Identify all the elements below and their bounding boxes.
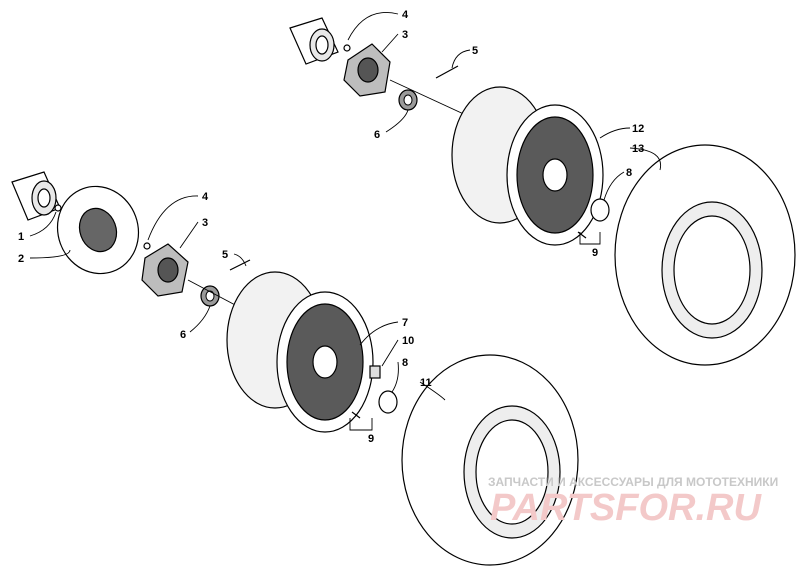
callout-9-lower: 9 xyxy=(368,433,374,445)
lower-tire xyxy=(401,354,579,566)
lower-rim xyxy=(226,271,374,433)
callout-13: 13 xyxy=(632,143,644,155)
lower-valve-cap xyxy=(378,390,398,414)
watermark-caption: ЗАПЧАСТИ И АКСЕССУАРЫ ДЛЯ МОТОТЕХНИКИ xyxy=(488,475,778,489)
upper-tire xyxy=(614,144,796,366)
lower-castle-nut xyxy=(200,285,220,307)
callout-6-upper: 6 xyxy=(374,129,380,141)
callout-8-lower: 8 xyxy=(402,357,408,369)
callout-9-upper: 9 xyxy=(592,247,598,259)
brake-disc xyxy=(56,185,140,275)
callout-1: 1 xyxy=(18,231,24,243)
upper-bearing-drum xyxy=(289,17,339,65)
callout-5-lower: 5 xyxy=(222,249,228,261)
callout-3-upper: 3 xyxy=(402,29,408,41)
callout-2: 2 xyxy=(18,253,24,265)
lower-bolt xyxy=(54,204,62,212)
watermark-brand: PARTSFOR.RU xyxy=(490,487,762,529)
lower-cotter-pin xyxy=(229,259,251,271)
callout-4-upper: 4 xyxy=(402,9,409,21)
callout-8-upper: 8 xyxy=(626,167,632,179)
upper-hub xyxy=(343,43,391,97)
upper-rim xyxy=(451,86,604,246)
watermark: ЗАПЧАСТИ И АКСЕССУАРЫ ДЛЯ МОТОТЕХНИКИ PA… xyxy=(488,475,778,529)
upper-valve-stem xyxy=(577,231,587,239)
leader-lines xyxy=(29,12,662,431)
callout-12: 12 xyxy=(632,123,644,135)
callout-labels: 4 3 5 6 12 13 8 9 4 3 5 6 1 2 7 10 8 11 … xyxy=(18,9,644,445)
lower-hub xyxy=(141,242,189,297)
callout-7: 7 xyxy=(402,317,408,329)
callout-10: 10 xyxy=(402,335,414,347)
lug-nut xyxy=(369,365,381,379)
callout-11: 11 xyxy=(420,377,432,389)
upper-castle-nut xyxy=(398,89,418,111)
upper-valve-cap xyxy=(590,198,610,222)
lower-bearing-drum xyxy=(11,171,61,221)
callout-6-lower: 6 xyxy=(180,329,186,341)
callout-4-lower: 4 xyxy=(202,191,209,203)
upper-cotter-pin xyxy=(435,65,459,79)
callout-3-lower: 3 xyxy=(202,217,208,229)
lower-valve-stem xyxy=(351,411,361,419)
callout-5-upper: 5 xyxy=(472,45,478,57)
